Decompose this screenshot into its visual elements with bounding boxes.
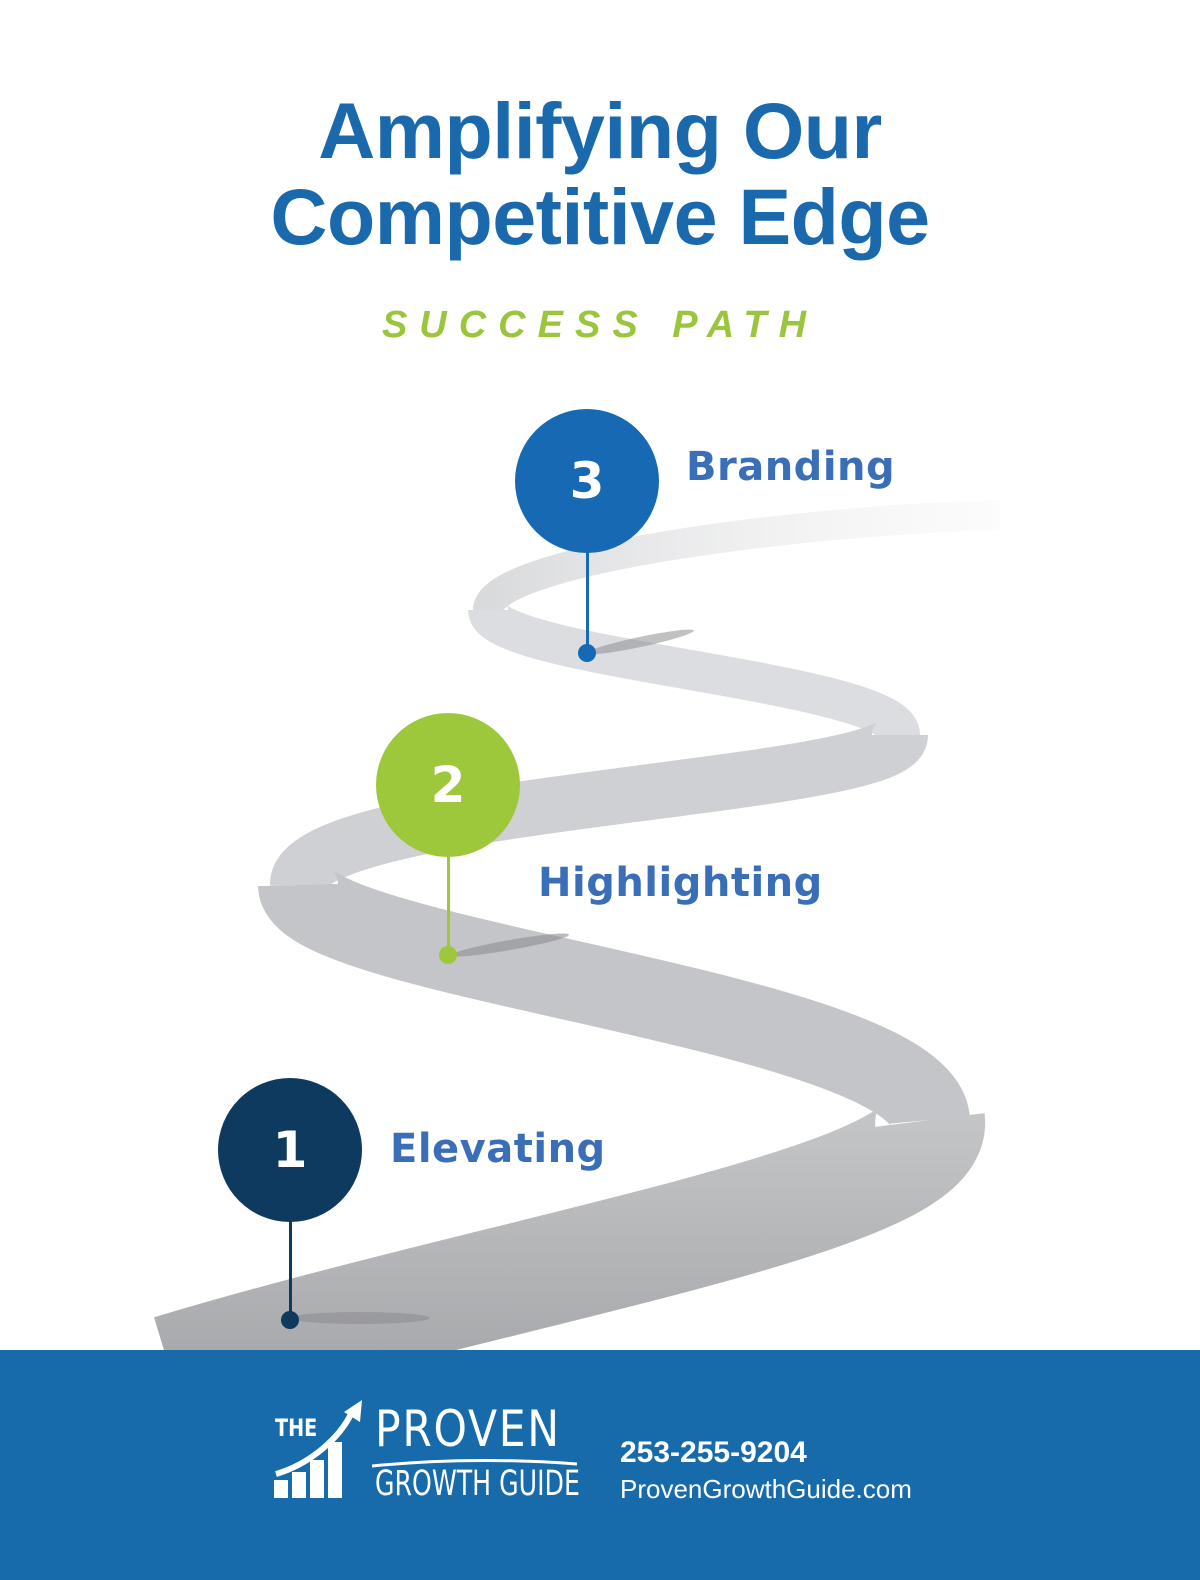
step-1-label: Elevating	[390, 1126, 606, 1172]
logo-proven: PROVEN	[375, 1400, 561, 1458]
logo-growth-guide: GROWTH GUIDE	[375, 1464, 580, 1504]
shadow-2	[450, 933, 570, 957]
subtitle: SUCCESS PATH	[381, 304, 819, 346]
phone-number[interactable]: 253-255-9204	[620, 1436, 807, 1469]
step-1-marker-dot	[281, 1311, 299, 1329]
step-3-marker-dot	[578, 644, 596, 662]
step-2-label: Highlighting	[538, 860, 823, 906]
step-2-marker-dot	[439, 946, 457, 964]
title-line-1: Amplifying Our	[318, 86, 882, 175]
road-segment-2	[258, 866, 970, 1132]
step-2-circle: 2	[376, 713, 520, 857]
step-3-label: Branding	[686, 444, 896, 490]
step-1-number: 1	[272, 1121, 308, 1179]
step-2-number: 2	[430, 756, 466, 814]
growth-chart-arrow-icon	[274, 1400, 362, 1498]
step-3-number: 3	[569, 452, 605, 510]
title-line-2: Competitive Edge	[270, 172, 930, 261]
step-2-stem	[447, 855, 450, 955]
road-segment-5	[473, 500, 1001, 614]
logo-swoosh	[372, 1458, 577, 1468]
step-3-circle: 3	[515, 409, 659, 553]
road-segment-4	[468, 601, 920, 743]
shadow-3	[586, 629, 694, 655]
step-1-circle: 1	[218, 1078, 362, 1222]
road-segment-1	[154, 1102, 985, 1360]
winding-road	[154, 500, 1001, 1360]
step-1-stem	[289, 1220, 292, 1320]
website-link[interactable]: ProvenGrowthGuide.com	[620, 1474, 912, 1504]
road-segment-3	[269, 719, 928, 894]
shadow-1	[290, 1312, 430, 1324]
step-3-stem	[586, 550, 589, 652]
footer	[0, 1350, 1200, 1580]
logo-the: THE	[275, 1414, 318, 1442]
page-title: Amplifying Our Competitive Edge	[0, 88, 1200, 260]
